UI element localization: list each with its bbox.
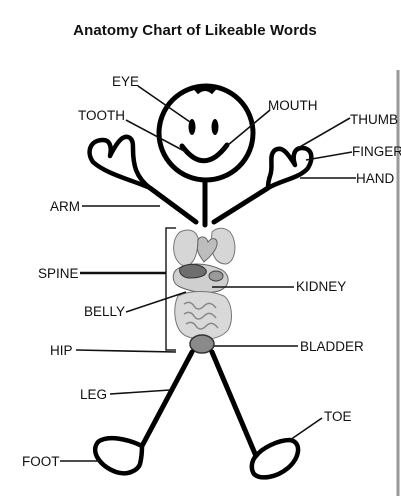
right-eye [212,119,219,135]
label-hip: HIP [50,343,73,358]
left-leg [142,352,192,446]
left-foot [95,438,142,473]
label-mouth: MOUTH [268,98,318,113]
pointer-toe [290,418,322,440]
label-leg: LEG [80,387,107,402]
right-arm [214,188,268,222]
label-foot: FOOT [22,454,60,469]
kidney [180,264,207,278]
label-toe: TOE [324,409,352,424]
pointer-leg [110,390,170,394]
right-foot [252,440,298,477]
label-kidney: KIDNEY [296,279,346,294]
left-hand [90,137,150,188]
kidney-right [209,271,223,281]
left-arm [150,188,196,222]
label-eye: EYE [112,74,139,89]
pointer-thumb [298,118,350,148]
intestines [175,292,232,340]
label-arm: ARM [50,199,80,214]
label-belly: BELLY [84,304,125,319]
label-bladder: BLADDER [300,339,364,354]
head [159,86,253,180]
heart [197,237,217,262]
label-hand: HAND [356,171,395,186]
pointer-hip [76,350,176,352]
right-hand [268,148,311,188]
right-leg [212,352,256,456]
label-thumb: THUMB [350,112,398,127]
label-spine: SPINE [38,266,79,281]
label-finger: FINGER [352,144,401,159]
label-tooth: TOOTH [78,108,125,123]
